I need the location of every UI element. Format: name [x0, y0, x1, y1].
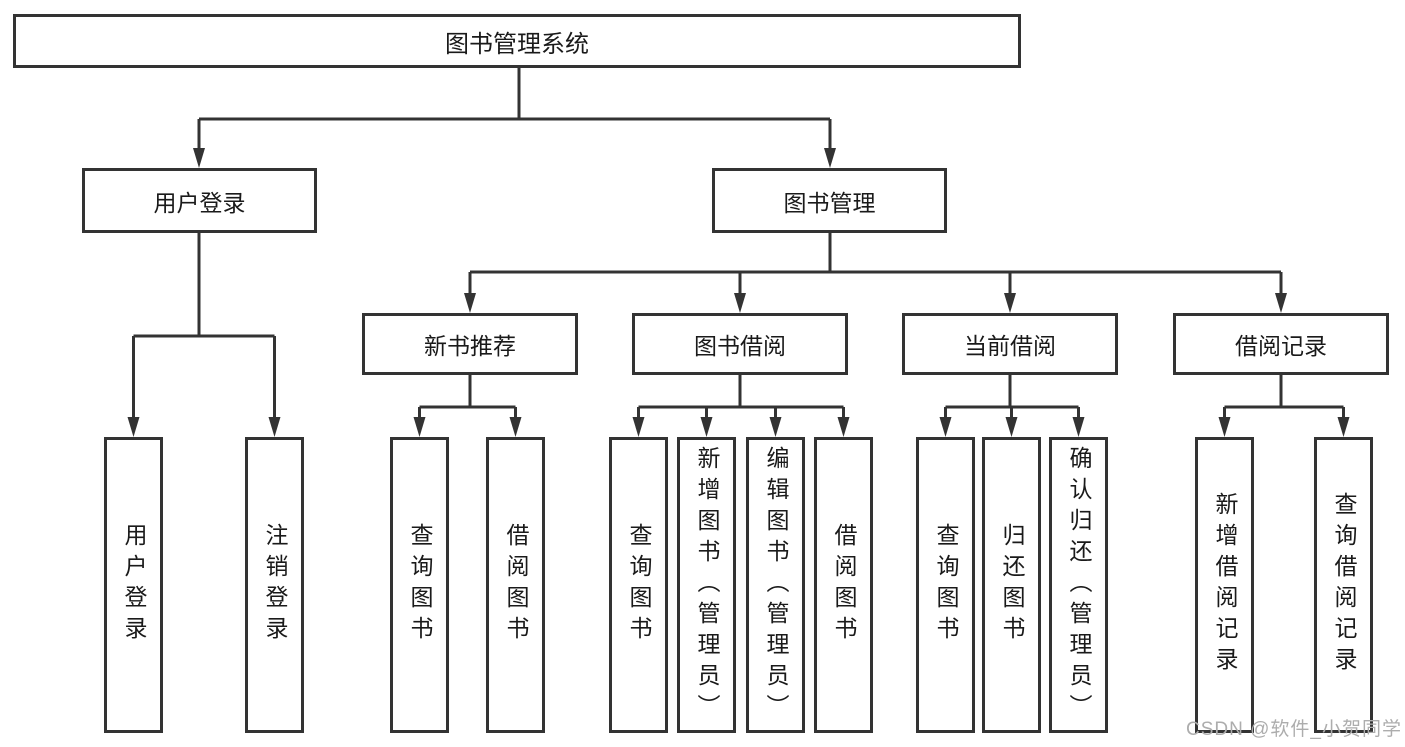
node-return-book: 归还图书 — [982, 437, 1041, 733]
node-book-management: 图书管理 — [712, 168, 947, 233]
node-label: 确认归还（管理员） — [1066, 445, 1092, 725]
node-edit-book-admin: 编辑图书（管理员） — [746, 437, 805, 733]
node-query-books-1: 查询图书 — [390, 437, 449, 733]
connector-trunk-lines — [133, 68, 1344, 409]
node-label: 用户登录 — [121, 523, 147, 647]
node-confirm-return-admin: 确认归还（管理员） — [1049, 437, 1108, 733]
node-label: 新增借阅记录 — [1212, 492, 1238, 678]
node-query-books-3: 查询图书 — [916, 437, 975, 733]
node-label: 编辑图书（管理员） — [763, 445, 789, 725]
node-new-book-recommend: 新书推荐 — [362, 313, 578, 375]
node-add-borrow-record: 新增借阅记录 — [1195, 437, 1254, 733]
node-label: 查询图书 — [626, 523, 652, 647]
node-logout: 注销登录 — [245, 437, 304, 733]
node-borrowing-records: 借阅记录 — [1173, 313, 1389, 375]
node-label: 新增图书（管理员） — [694, 445, 720, 725]
node-root: 图书管理系统 — [13, 14, 1021, 68]
node-label: 查询借阅记录 — [1331, 492, 1357, 678]
node-label: 借阅图书 — [503, 523, 529, 647]
node-label: 查询图书 — [933, 523, 959, 647]
node-book-borrowing: 图书借阅 — [632, 313, 848, 375]
node-query-books-2: 查询图书 — [609, 437, 668, 733]
node-user-login-action: 用户登录 — [104, 437, 163, 733]
node-label: 注销登录 — [262, 523, 288, 647]
node-label: 归还图书 — [999, 523, 1025, 647]
node-borrow-books-2: 借阅图书 — [814, 437, 873, 733]
node-label: 查询图书 — [407, 523, 433, 647]
node-borrow-books-1: 借阅图书 — [486, 437, 545, 733]
node-query-borrow-record: 查询借阅记录 — [1314, 437, 1373, 733]
csdn-watermark: CSDN @软件_小贺同学 — [1186, 719, 1402, 740]
node-label: 借阅图书 — [831, 523, 857, 647]
node-current-borrowing: 当前借阅 — [902, 313, 1118, 375]
node-add-book-admin: 新增图书（管理员） — [677, 437, 736, 733]
node-user-login: 用户登录 — [82, 168, 317, 233]
